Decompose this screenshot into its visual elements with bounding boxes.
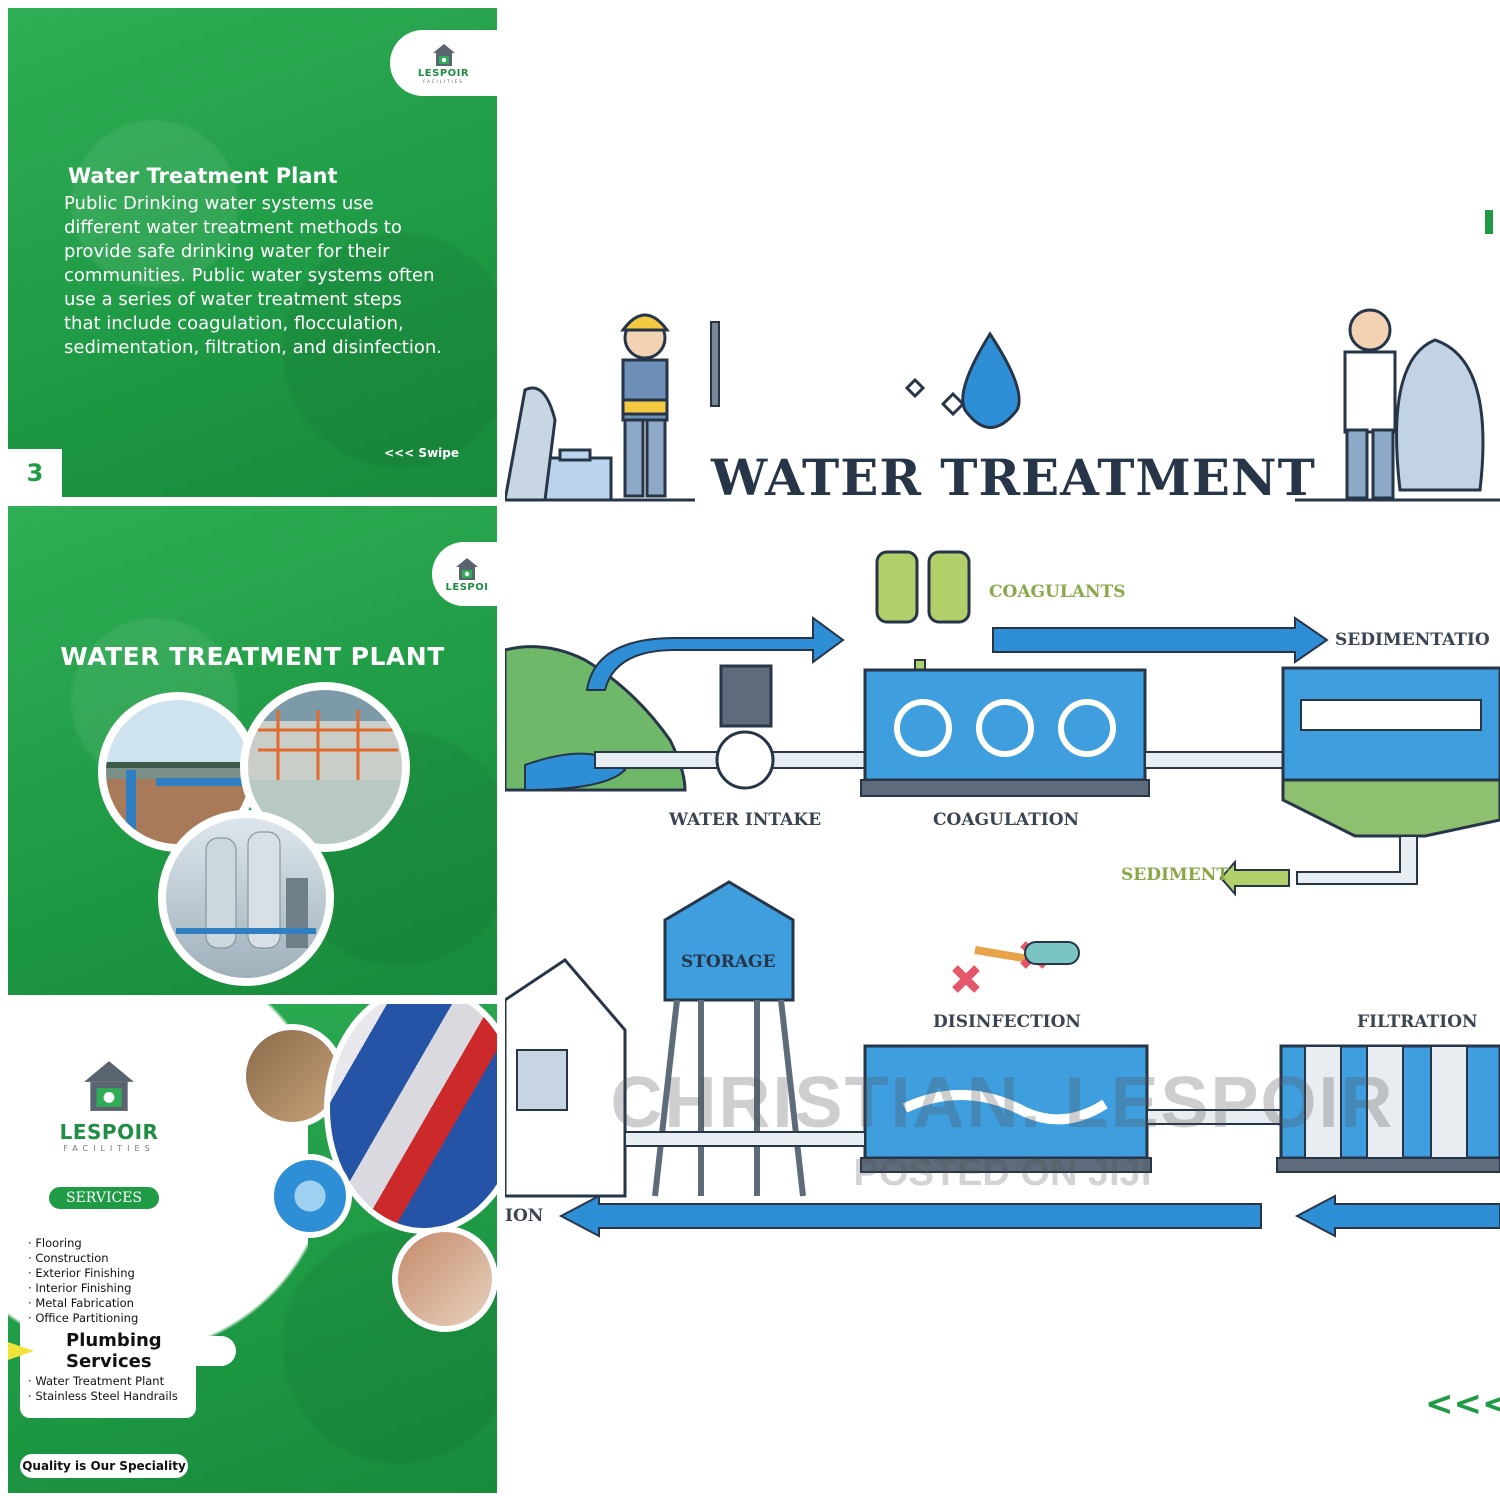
label-disinfection: DISINFECTION: [933, 1012, 1081, 1032]
service-item: · Flooring: [28, 1236, 82, 1250]
slide-water-treatment-intro: LESPOIR FACILITIES Water Treatment Plant…: [8, 8, 497, 497]
brand-logo: LESPOIR FACILITIES: [44, 1056, 174, 1153]
worker-icon: [537, 313, 720, 502]
logo-subtext: FACILITIES: [423, 79, 464, 84]
label-sedimentation: SEDIMENTATIO: [1335, 630, 1490, 650]
services-label: SERVICES: [46, 1184, 162, 1212]
label-sediment: SEDIMENT: [1121, 865, 1229, 885]
label-coagulants: COAGULANTS: [989, 582, 1126, 602]
highlight-arrow-icon: [8, 1342, 34, 1360]
logo-wordmark: LESPOIR: [59, 1120, 159, 1144]
water-treatment-infographic: WATER TREATMENT COAGULANTS SEDIMENTATIO …: [505, 0, 1500, 1500]
plumbing-services-title: Plumbing Services: [36, 1330, 236, 1372]
plumbing-item: · Water Treatment Plant: [28, 1374, 165, 1388]
tagline: Quality is Our Speciality: [20, 1454, 188, 1478]
page-number: 3: [8, 449, 62, 497]
label-filtration: FILTRATION: [1357, 1012, 1478, 1032]
services-list-card: · Flooring · Construction · Exterior Fin…: [20, 1226, 196, 1418]
house-logo-icon: [456, 557, 478, 580]
service-item: · Interior Finishing: [28, 1281, 132, 1295]
service-item: · Exterior Finishing: [28, 1266, 135, 1280]
label-coagulation: COAGULATION: [933, 810, 1080, 830]
photo-wall-plumbing: [392, 1226, 497, 1332]
photo-pipe-network: [324, 1004, 497, 1234]
scientist-icon: [1343, 308, 1485, 500]
service-item: · Construction: [28, 1251, 109, 1265]
label-water-intake: WATER INTAKE: [669, 810, 822, 830]
watermark-sub: POSTED ON JIJI: [853, 1152, 1152, 1194]
infographic-title: WATER TREATMENT: [711, 448, 1316, 507]
logo-wordmark: LESPOIR: [417, 68, 470, 79]
service-item: · Office Partitioning: [28, 1311, 139, 1325]
slide-services: LESPOIR FACILITIES SERVICES · Flooring ·…: [8, 1004, 497, 1493]
swipe-chevrons-icon[interactable]: <<<: [1425, 1384, 1500, 1424]
logo-wordmark: LESPOI: [445, 581, 489, 593]
label-storage: STORAGE: [681, 952, 776, 972]
service-item: · Metal Fabrication: [28, 1296, 134, 1310]
plumbing-item: · Stainless Steel Handrails: [28, 1389, 178, 1403]
slide-water-treatment-plant: LESPOI WATER TREATMENT PLANT: [8, 506, 497, 995]
brand-logo: LESPOIR FACILITIES: [390, 30, 497, 96]
slide-title: WATER TREATMENT PLANT: [60, 642, 445, 671]
swipe-hint[interactable]: <<< Swipe: [384, 446, 459, 460]
process-illustration: [505, 210, 1500, 1238]
house-logo-icon: [84, 1061, 134, 1111]
slide-body-text: Public Drinking water systems use differ…: [64, 193, 442, 358]
photo-blue-pipes: [268, 1154, 352, 1238]
slide-title: Water Treatment Plant: [68, 164, 338, 188]
brand-logo: LESPOI: [432, 542, 497, 606]
watermark-main: CHRISTIAN. LESPOIR: [610, 1063, 1395, 1143]
house-logo-icon: [432, 44, 455, 66]
plant-photo-tanks: [158, 810, 334, 986]
logo-subtext: FACILITIES: [63, 1144, 155, 1153]
label-partial: ION: [505, 1206, 544, 1226]
